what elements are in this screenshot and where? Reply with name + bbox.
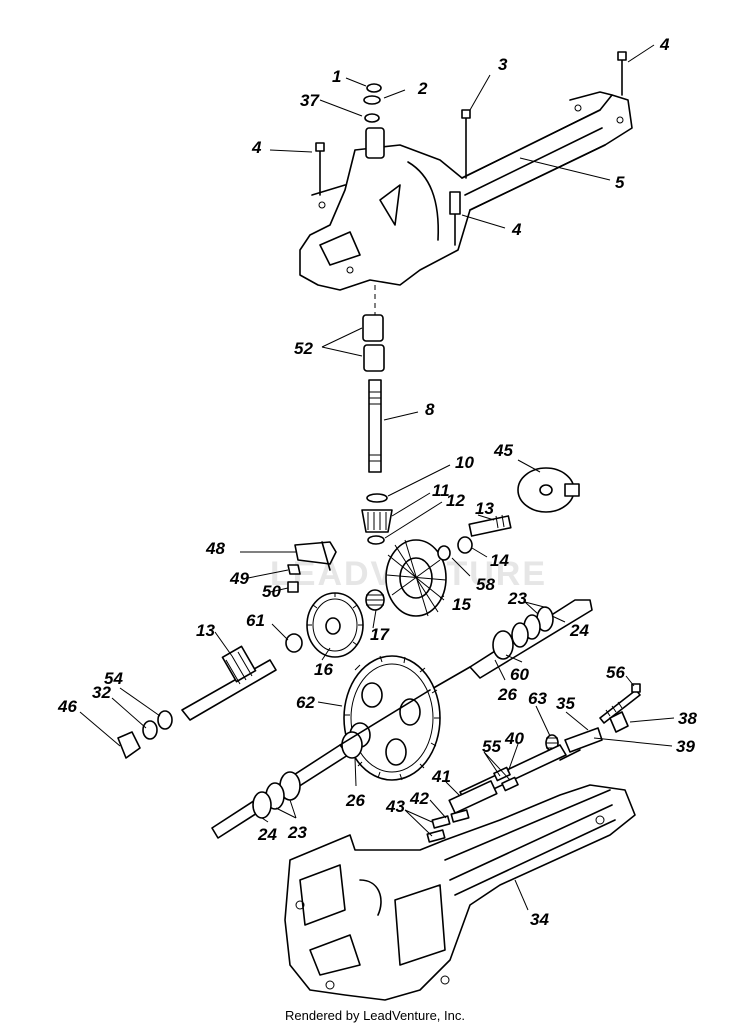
- label-17: 17: [370, 625, 390, 644]
- label-23-right: 23: [507, 589, 527, 608]
- bevel-gear-15: [385, 539, 451, 617]
- label-39: 39: [676, 737, 695, 756]
- pinion-gear: [361, 493, 393, 545]
- label-45: 45: [493, 441, 513, 460]
- label-42: 42: [409, 789, 429, 808]
- label-46: 46: [57, 697, 77, 716]
- label-55: 55: [482, 737, 501, 756]
- label-23-left: 23: [287, 823, 307, 842]
- label-60: 60: [510, 665, 529, 684]
- label-4-left: 4: [251, 138, 262, 157]
- label-40: 40: [504, 729, 524, 748]
- label-50: 50: [262, 582, 281, 601]
- label-12: 12: [446, 491, 465, 510]
- label-1: 1: [332, 67, 341, 86]
- label-5: 5: [615, 173, 625, 192]
- label-38: 38: [678, 709, 697, 728]
- label-34: 34: [530, 910, 549, 929]
- label-3: 3: [498, 55, 508, 74]
- label-24-left: 24: [257, 825, 277, 844]
- label-15: 15: [452, 595, 471, 614]
- input-shaft-8: [368, 379, 382, 473]
- label-4-right: 4: [511, 220, 522, 239]
- label-52: 52: [294, 339, 313, 358]
- label-63: 63: [528, 689, 547, 708]
- label-54: 54: [104, 669, 123, 688]
- upper-housing: [299, 91, 633, 291]
- label-56: 56: [606, 663, 625, 682]
- part-labels: 1 2 37 3 4 4 5 4 52 8 10 45 11 12 13 14 …: [57, 35, 697, 929]
- label-14: 14: [490, 551, 509, 570]
- label-35: 35: [556, 694, 575, 713]
- right-axle: [429, 599, 593, 691]
- brake-disc-45: [517, 467, 580, 513]
- label-32: 32: [92, 683, 111, 702]
- bushings-52: [362, 314, 385, 372]
- label-49: 49: [229, 569, 249, 588]
- shift-linkage: [545, 683, 641, 753]
- top-washers: [363, 83, 382, 123]
- label-43: 43: [385, 797, 405, 816]
- label-2: 2: [417, 79, 428, 98]
- brake-shaft-13: [457, 514, 512, 554]
- label-24-right: 24: [569, 621, 589, 640]
- label-62: 62: [296, 693, 315, 712]
- label-4-top: 4: [659, 35, 670, 54]
- label-26-right: 26: [497, 685, 517, 704]
- label-58: 58: [476, 575, 495, 594]
- left-axle: [211, 689, 431, 839]
- differential-gear-62: [343, 655, 441, 781]
- label-16: 16: [314, 660, 333, 679]
- gear-16: [285, 592, 364, 658]
- bolts: [315, 51, 627, 246]
- label-37: 37: [300, 91, 320, 110]
- footer-credit: Rendered by LeadVenture, Inc.: [285, 1008, 465, 1023]
- label-10: 10: [455, 453, 474, 472]
- label-13-lower: 13: [196, 621, 215, 640]
- shift-fork-48: [287, 541, 337, 593]
- label-41: 41: [431, 767, 451, 786]
- label-13-upper: 13: [475, 499, 494, 518]
- label-61: 61: [246, 611, 265, 630]
- label-8: 8: [425, 400, 435, 419]
- label-11: 11: [432, 481, 450, 500]
- brake-shaft-13-lower: [117, 645, 277, 759]
- label-48: 48: [205, 539, 225, 558]
- label-26-left: 26: [345, 791, 365, 810]
- keys-41-42-43: [426, 780, 498, 843]
- lower-housing-34: [284, 784, 636, 1001]
- leader-lines: [79, 44, 675, 911]
- spur-gear-17: [365, 589, 385, 611]
